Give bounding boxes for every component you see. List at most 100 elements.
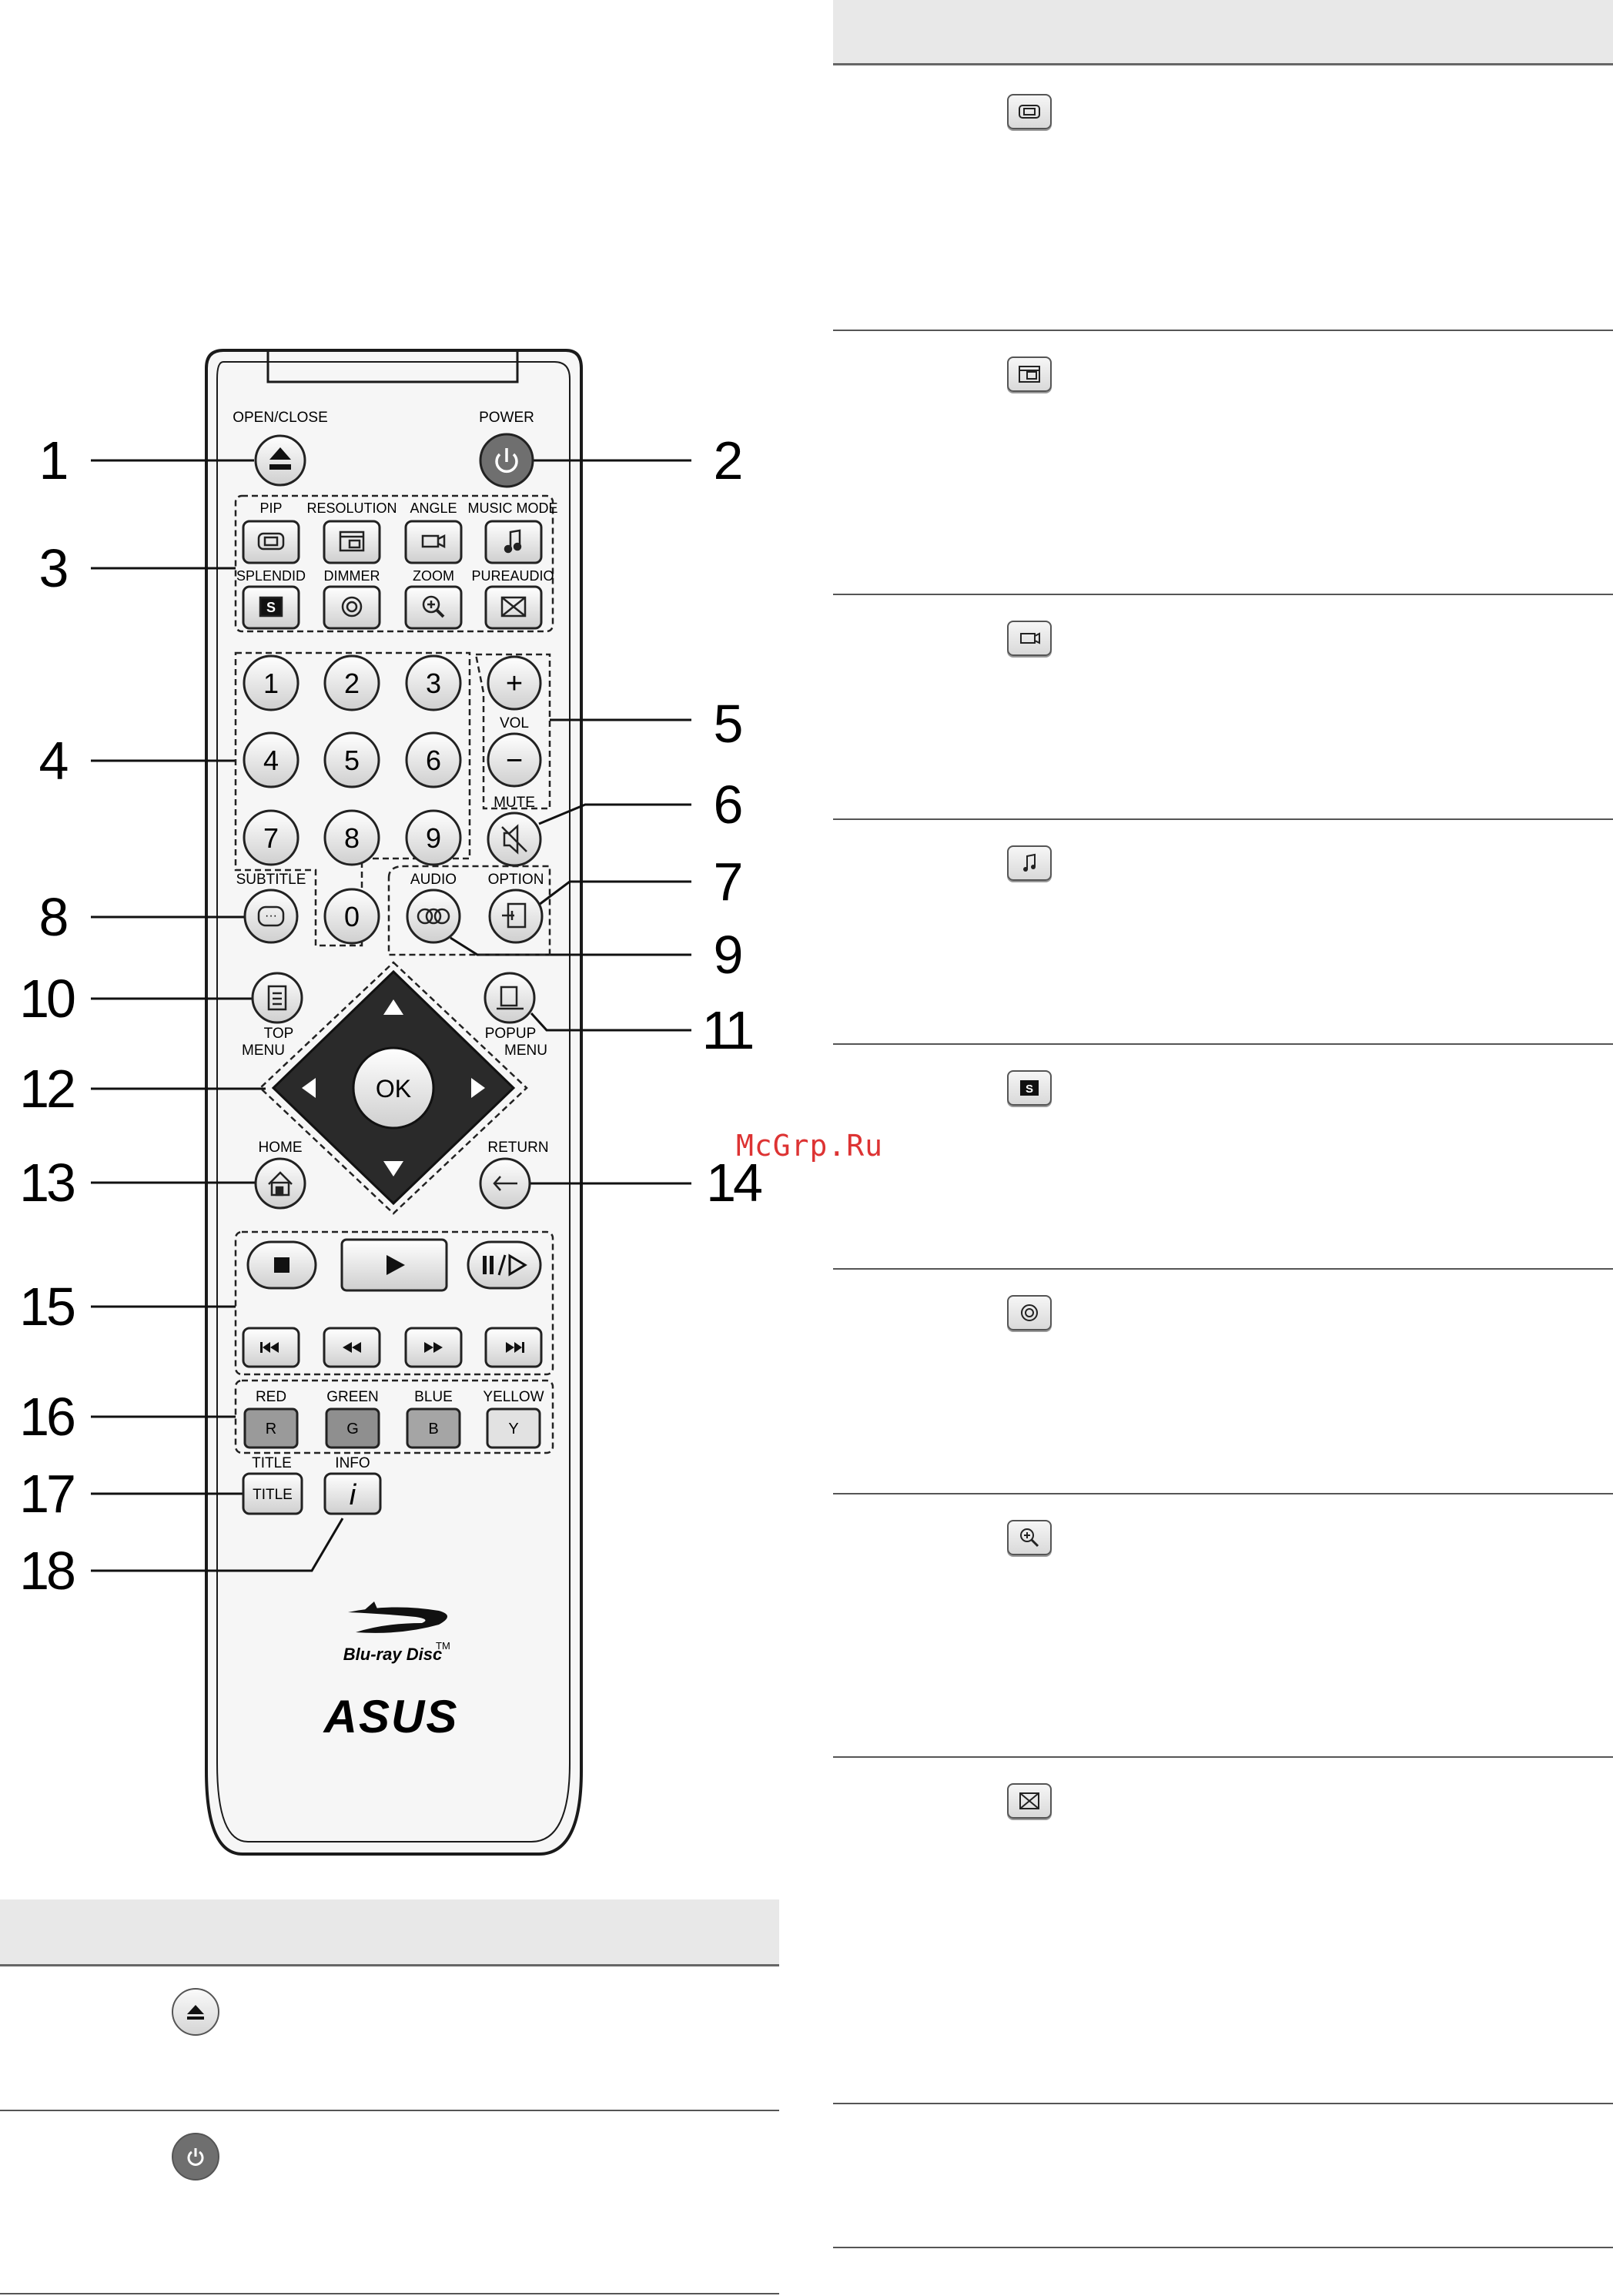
number-0-label: 0: [344, 901, 360, 932]
green-key-letter: G: [346, 1421, 359, 1438]
ok-button[interactable]: OK: [352, 1046, 435, 1130]
yellow-key-letter: Y: [508, 1421, 518, 1438]
asus-logo: ASUS: [323, 1691, 459, 1742]
resolution-button[interactable]: [323, 520, 381, 564]
angle-button[interactable]: [404, 520, 463, 564]
music-mode-button[interactable]: [484, 520, 543, 564]
option-button[interactable]: [488, 889, 544, 944]
row-divider: [833, 330, 1613, 331]
previous-button[interactable]: [242, 1327, 300, 1368]
nav-up-button[interactable]: [383, 999, 403, 1015]
option-label: OPTION: [488, 872, 544, 888]
nav-down-button[interactable]: [383, 1161, 403, 1176]
group-box-number-keys: [234, 651, 471, 947]
ok-label: OK: [376, 1075, 411, 1103]
volume-down-button[interactable]: −: [487, 732, 542, 788]
nav-right-button[interactable]: [471, 1078, 485, 1098]
number-5-button[interactable]: 5: [323, 731, 380, 788]
splendid-button[interactable]: S: [242, 585, 300, 630]
next-button[interactable]: [484, 1327, 543, 1368]
volume-up-button[interactable]: +: [487, 655, 542, 711]
blue-button[interactable]: B: [406, 1407, 461, 1449]
home-button[interactable]: [254, 1157, 306, 1210]
red-button[interactable]: R: [243, 1407, 299, 1449]
pause-play-button[interactable]: [467, 1240, 542, 1290]
stop-icon: [274, 1257, 289, 1273]
pause-play-icon: [483, 1253, 527, 1277]
number-9-button[interactable]: 9: [405, 809, 462, 866]
top-menu-icon: [267, 985, 287, 1011]
splendid-icon: S: [259, 596, 283, 618]
group-box-audio-option: [387, 865, 551, 956]
top-menu-button[interactable]: [251, 972, 303, 1024]
number-2-button[interactable]: 2: [323, 654, 380, 711]
play-button[interactable]: [340, 1238, 448, 1292]
nav-left-button[interactable]: [302, 1078, 316, 1098]
group-box-function-keys: [234, 494, 554, 633]
eject-icon: [172, 1988, 219, 2036]
row-divider: [833, 1268, 1613, 1270]
subtitle-button[interactable]: ···: [243, 889, 299, 944]
open-close-button[interactable]: [254, 434, 306, 487]
row-divider: [833, 2103, 1613, 2104]
number-7-button[interactable]: 7: [243, 809, 300, 866]
pip-icon: [257, 532, 285, 551]
zoom-button[interactable]: [404, 585, 463, 630]
number-7-label: 7: [263, 822, 279, 854]
callout-number-12: 12: [19, 1059, 74, 1119]
number-5-label: 5: [344, 745, 360, 776]
group-box-color-keys: [234, 1379, 554, 1454]
mute-label: MUTE: [494, 795, 535, 811]
music-mode-label: MUSIC MODE: [468, 500, 558, 516]
zoom-label: ZOOM: [413, 568, 454, 584]
mute-icon: [501, 824, 527, 855]
power-button[interactable]: [479, 433, 534, 488]
callout-line-9: [450, 936, 691, 956]
number-1-button[interactable]: 1: [243, 654, 300, 711]
option-icon: [502, 902, 527, 929]
vol-minus-glyph: −: [506, 745, 523, 777]
next-icon: [506, 1342, 524, 1353]
callout-number-11: 11: [702, 1000, 753, 1060]
splendid-icon: S: [1007, 1070, 1052, 1106]
number-4-button[interactable]: 4: [243, 731, 300, 788]
pureaudio-button[interactable]: [484, 585, 543, 630]
callout-number-13: 13: [19, 1153, 74, 1213]
row-divider: [833, 1756, 1613, 1758]
return-button[interactable]: [479, 1157, 531, 1210]
rewind-button[interactable]: [323, 1327, 381, 1368]
number-3-button[interactable]: 3: [405, 654, 462, 711]
number-8-button[interactable]: 8: [323, 809, 380, 866]
pip-icon: [1007, 94, 1052, 129]
previous-icon: [260, 1342, 279, 1353]
pureaudio-icon: [1007, 1783, 1052, 1819]
power-label: POWER: [479, 410, 534, 426]
number-6-button[interactable]: 6: [405, 731, 462, 788]
row-divider: [833, 594, 1613, 595]
audio-icon: [417, 908, 450, 925]
pureaudio-icon: [500, 596, 527, 618]
info-button[interactable]: i: [323, 1472, 382, 1515]
stop-button[interactable]: [246, 1240, 317, 1290]
callout-number-10: 10: [19, 969, 75, 1029]
dimmer-button[interactable]: [323, 585, 381, 630]
group-box-nav-pad: [259, 961, 528, 1215]
home-label: HOME: [259, 1140, 303, 1156]
title-button[interactable]: TITLE: [242, 1472, 303, 1515]
yellow-button[interactable]: Y: [486, 1407, 541, 1449]
angle-icon: [421, 534, 446, 549]
open-close-label: OPEN/CLOSE: [233, 410, 328, 426]
mute-button[interactable]: [487, 812, 542, 867]
zoom-icon: [422, 595, 445, 618]
top-menu-label-line2: MENU: [242, 1043, 285, 1059]
popup-menu-button[interactable]: [484, 972, 536, 1024]
number-0-button[interactable]: 0: [323, 888, 380, 945]
callout-number-5: 5: [714, 694, 741, 754]
pip-button[interactable]: [242, 520, 300, 564]
svg-text:···: ···: [265, 909, 277, 922]
fast-forward-button[interactable]: [404, 1327, 463, 1368]
callout-number-6: 6: [714, 775, 741, 835]
audio-button[interactable]: [406, 889, 461, 944]
green-button[interactable]: G: [325, 1407, 380, 1449]
